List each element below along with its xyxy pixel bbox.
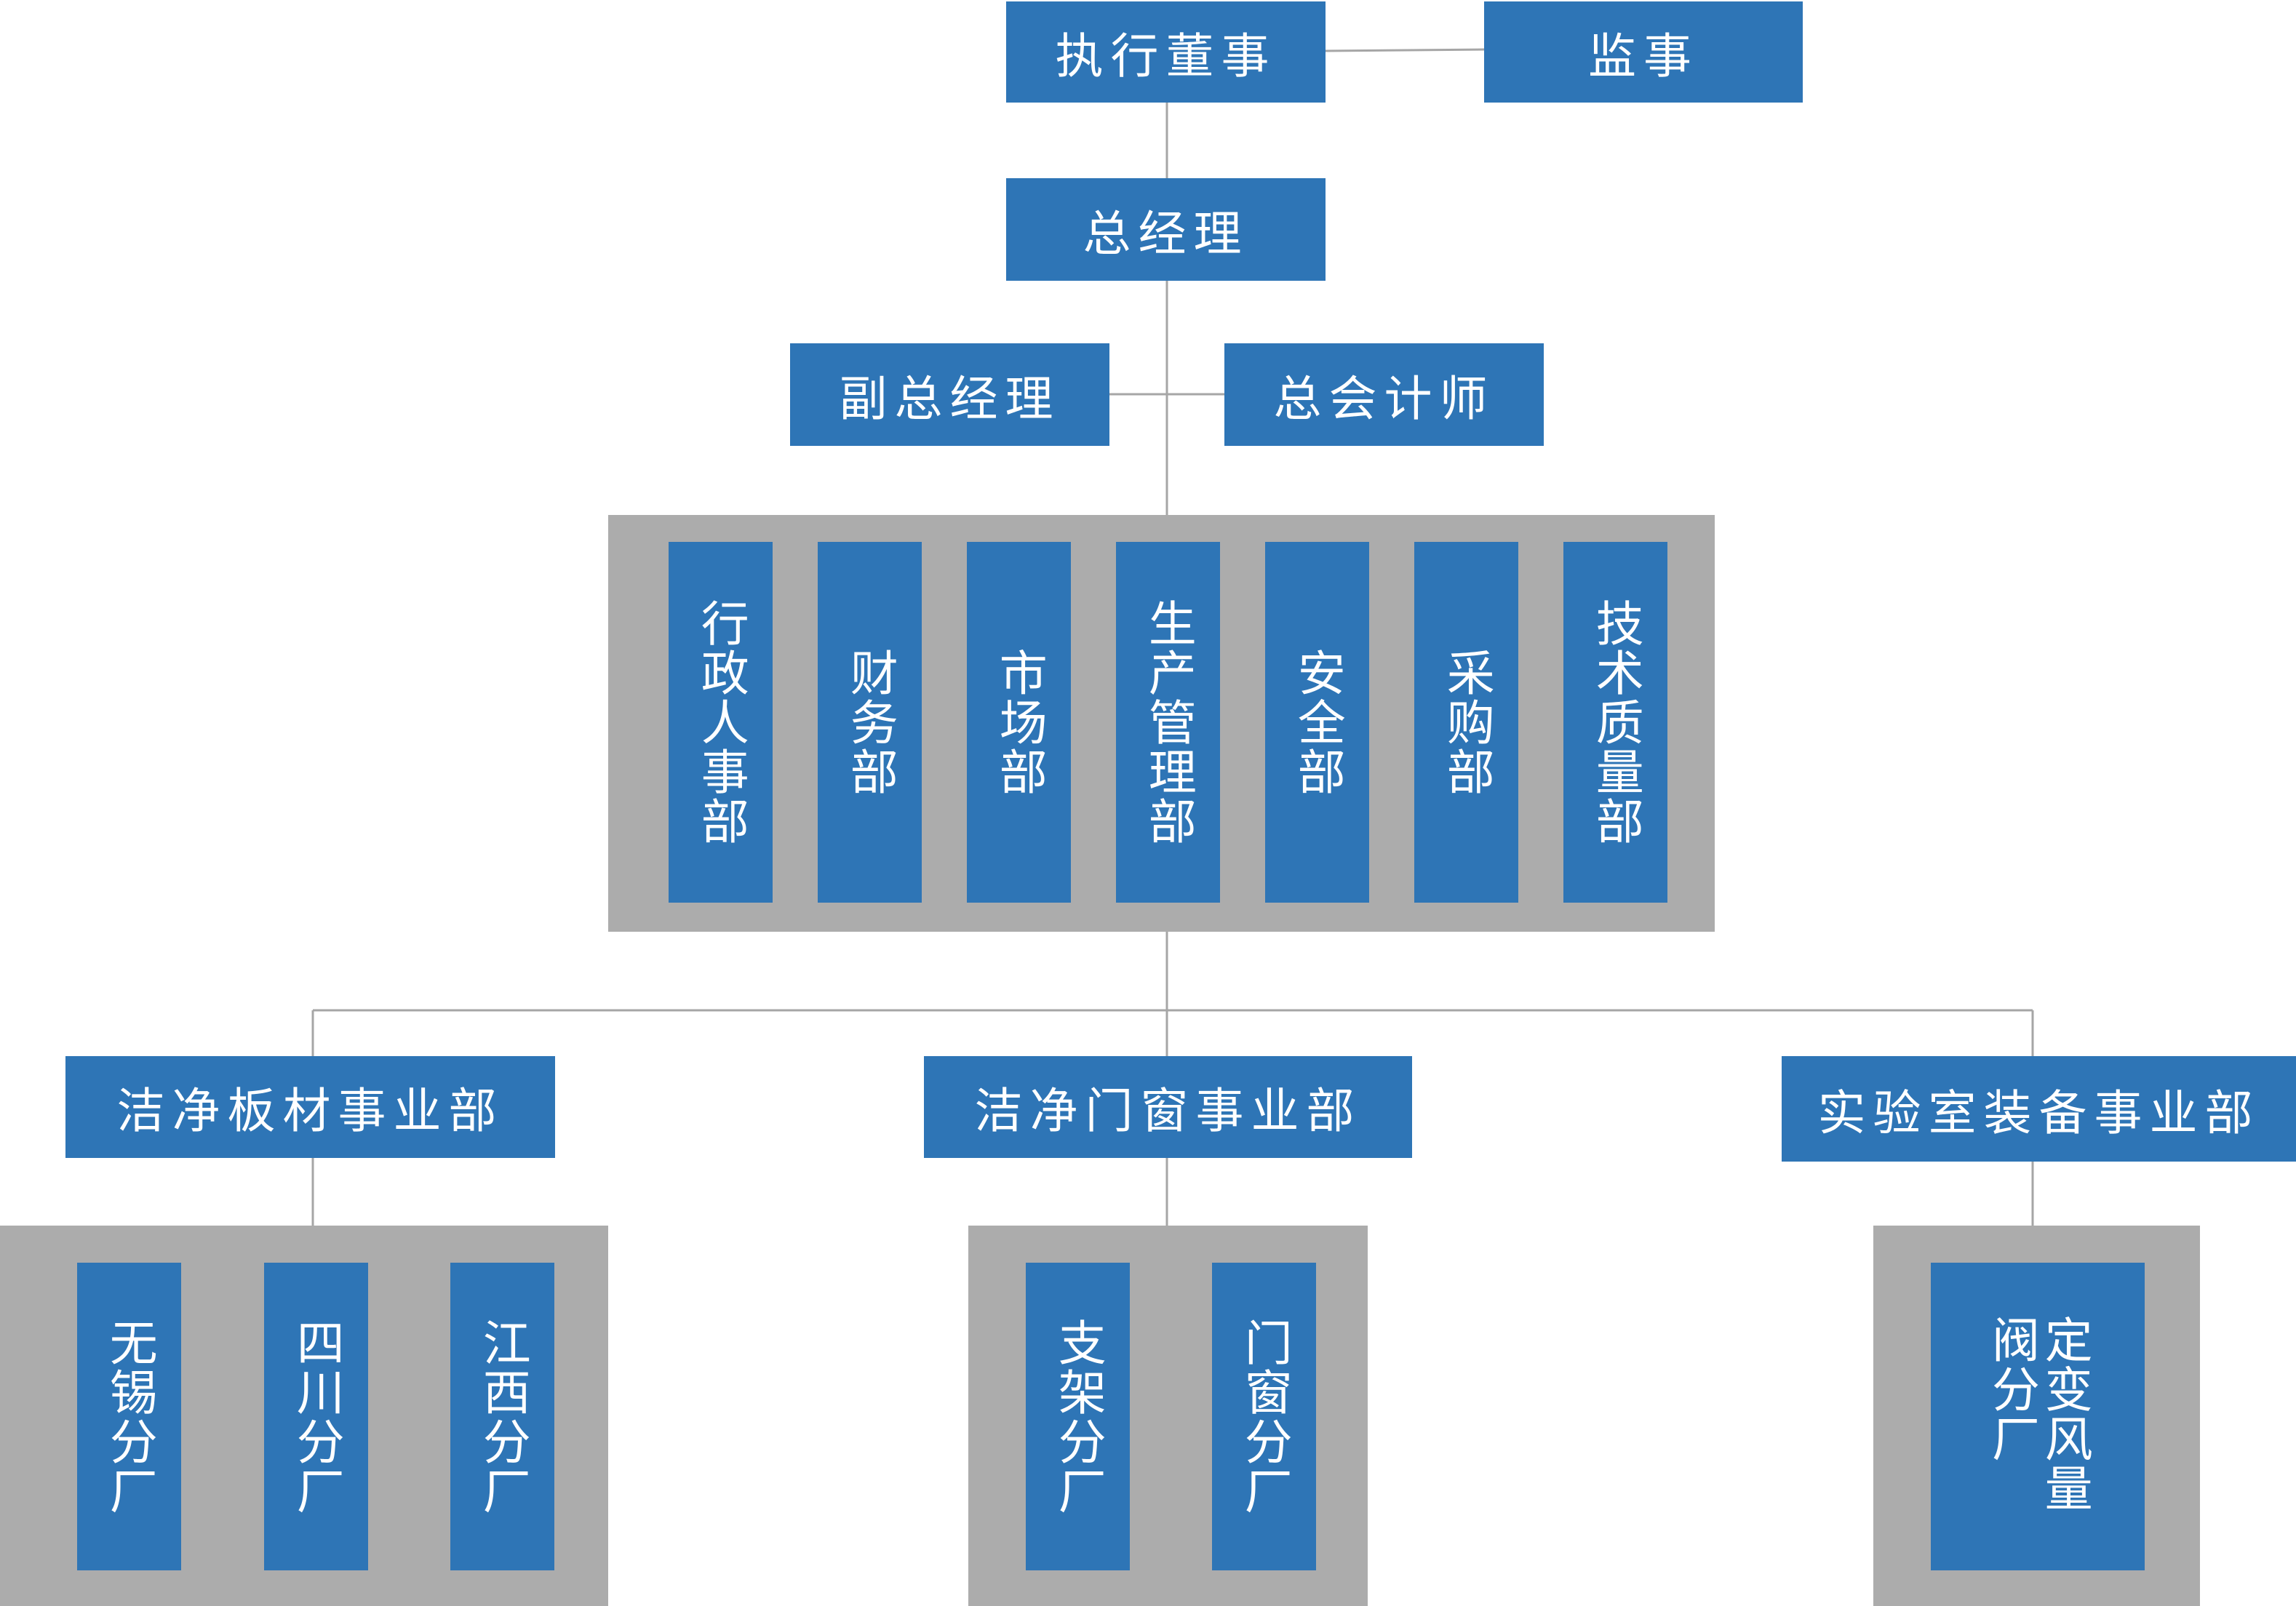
department-box: 技术质量部: [1563, 542, 1667, 903]
department-label: 安全部: [1289, 648, 1346, 796]
supervisor-box: 监事: [1484, 1, 1803, 103]
factory-label: 定变风量阀分厂: [1984, 1314, 2093, 1513]
factory-label: 支架分厂: [1050, 1317, 1107, 1516]
factory-box: 四川分厂: [264, 1263, 368, 1570]
factory-label: 四川分厂: [288, 1317, 345, 1516]
division-box-window: 洁净门窗事业部: [924, 1056, 1412, 1158]
division-box-panel: 洁净板材事业部: [65, 1056, 555, 1158]
factory-label: 江西分厂: [474, 1317, 531, 1516]
department-label: 财务部: [842, 648, 898, 796]
department-label: 技术质量部: [1587, 599, 1644, 846]
department-box: 市场部: [967, 542, 1071, 903]
department-label: 行政人事部: [693, 599, 749, 846]
department-box: 采购部: [1414, 542, 1518, 903]
department-box: 行政人事部: [669, 542, 773, 903]
factory-box: 定变风量阀分厂: [1931, 1263, 2145, 1570]
vice-gm-box: 副总经理: [790, 343, 1109, 446]
line-director-supervisor: [1324, 48, 1485, 52]
department-box: 安全部: [1265, 542, 1369, 903]
supervisor-label: 监事: [1588, 28, 1699, 84]
factory-box: 支架分厂: [1026, 1263, 1130, 1570]
department-label: 生产管理部: [1140, 599, 1197, 846]
department-label: 市场部: [991, 648, 1048, 796]
division-box-lab: 实验室装备事业部: [1782, 1056, 2296, 1162]
factory-label: 无锡分厂: [101, 1317, 158, 1516]
vice-gm-label: 副总经理: [839, 370, 1061, 427]
factory-box: 江西分厂: [450, 1263, 554, 1570]
chief-accountant-box: 总会计师: [1224, 343, 1544, 446]
general-manager-label: 总经理: [1083, 205, 1249, 262]
director-box: 执行董事: [1006, 1, 1326, 103]
chief-accountant-label: 总会计师: [1273, 370, 1495, 427]
department-label: 采购部: [1438, 648, 1495, 796]
factory-box: 门窗分厂: [1212, 1263, 1316, 1570]
division-label: 实验室装备事业部: [1817, 1084, 2260, 1141]
director-label: 执行董事: [1055, 28, 1277, 84]
factory-label: 门窗分厂: [1236, 1317, 1293, 1516]
division-label: 洁净门窗事业部: [974, 1083, 1362, 1139]
department-box: 财务部: [818, 542, 922, 903]
division-label: 洁净板材事业部: [116, 1083, 504, 1139]
factory-box: 无锡分厂: [77, 1263, 181, 1570]
department-box: 生产管理部: [1116, 542, 1220, 903]
general-manager-box: 总经理: [1006, 178, 1326, 281]
